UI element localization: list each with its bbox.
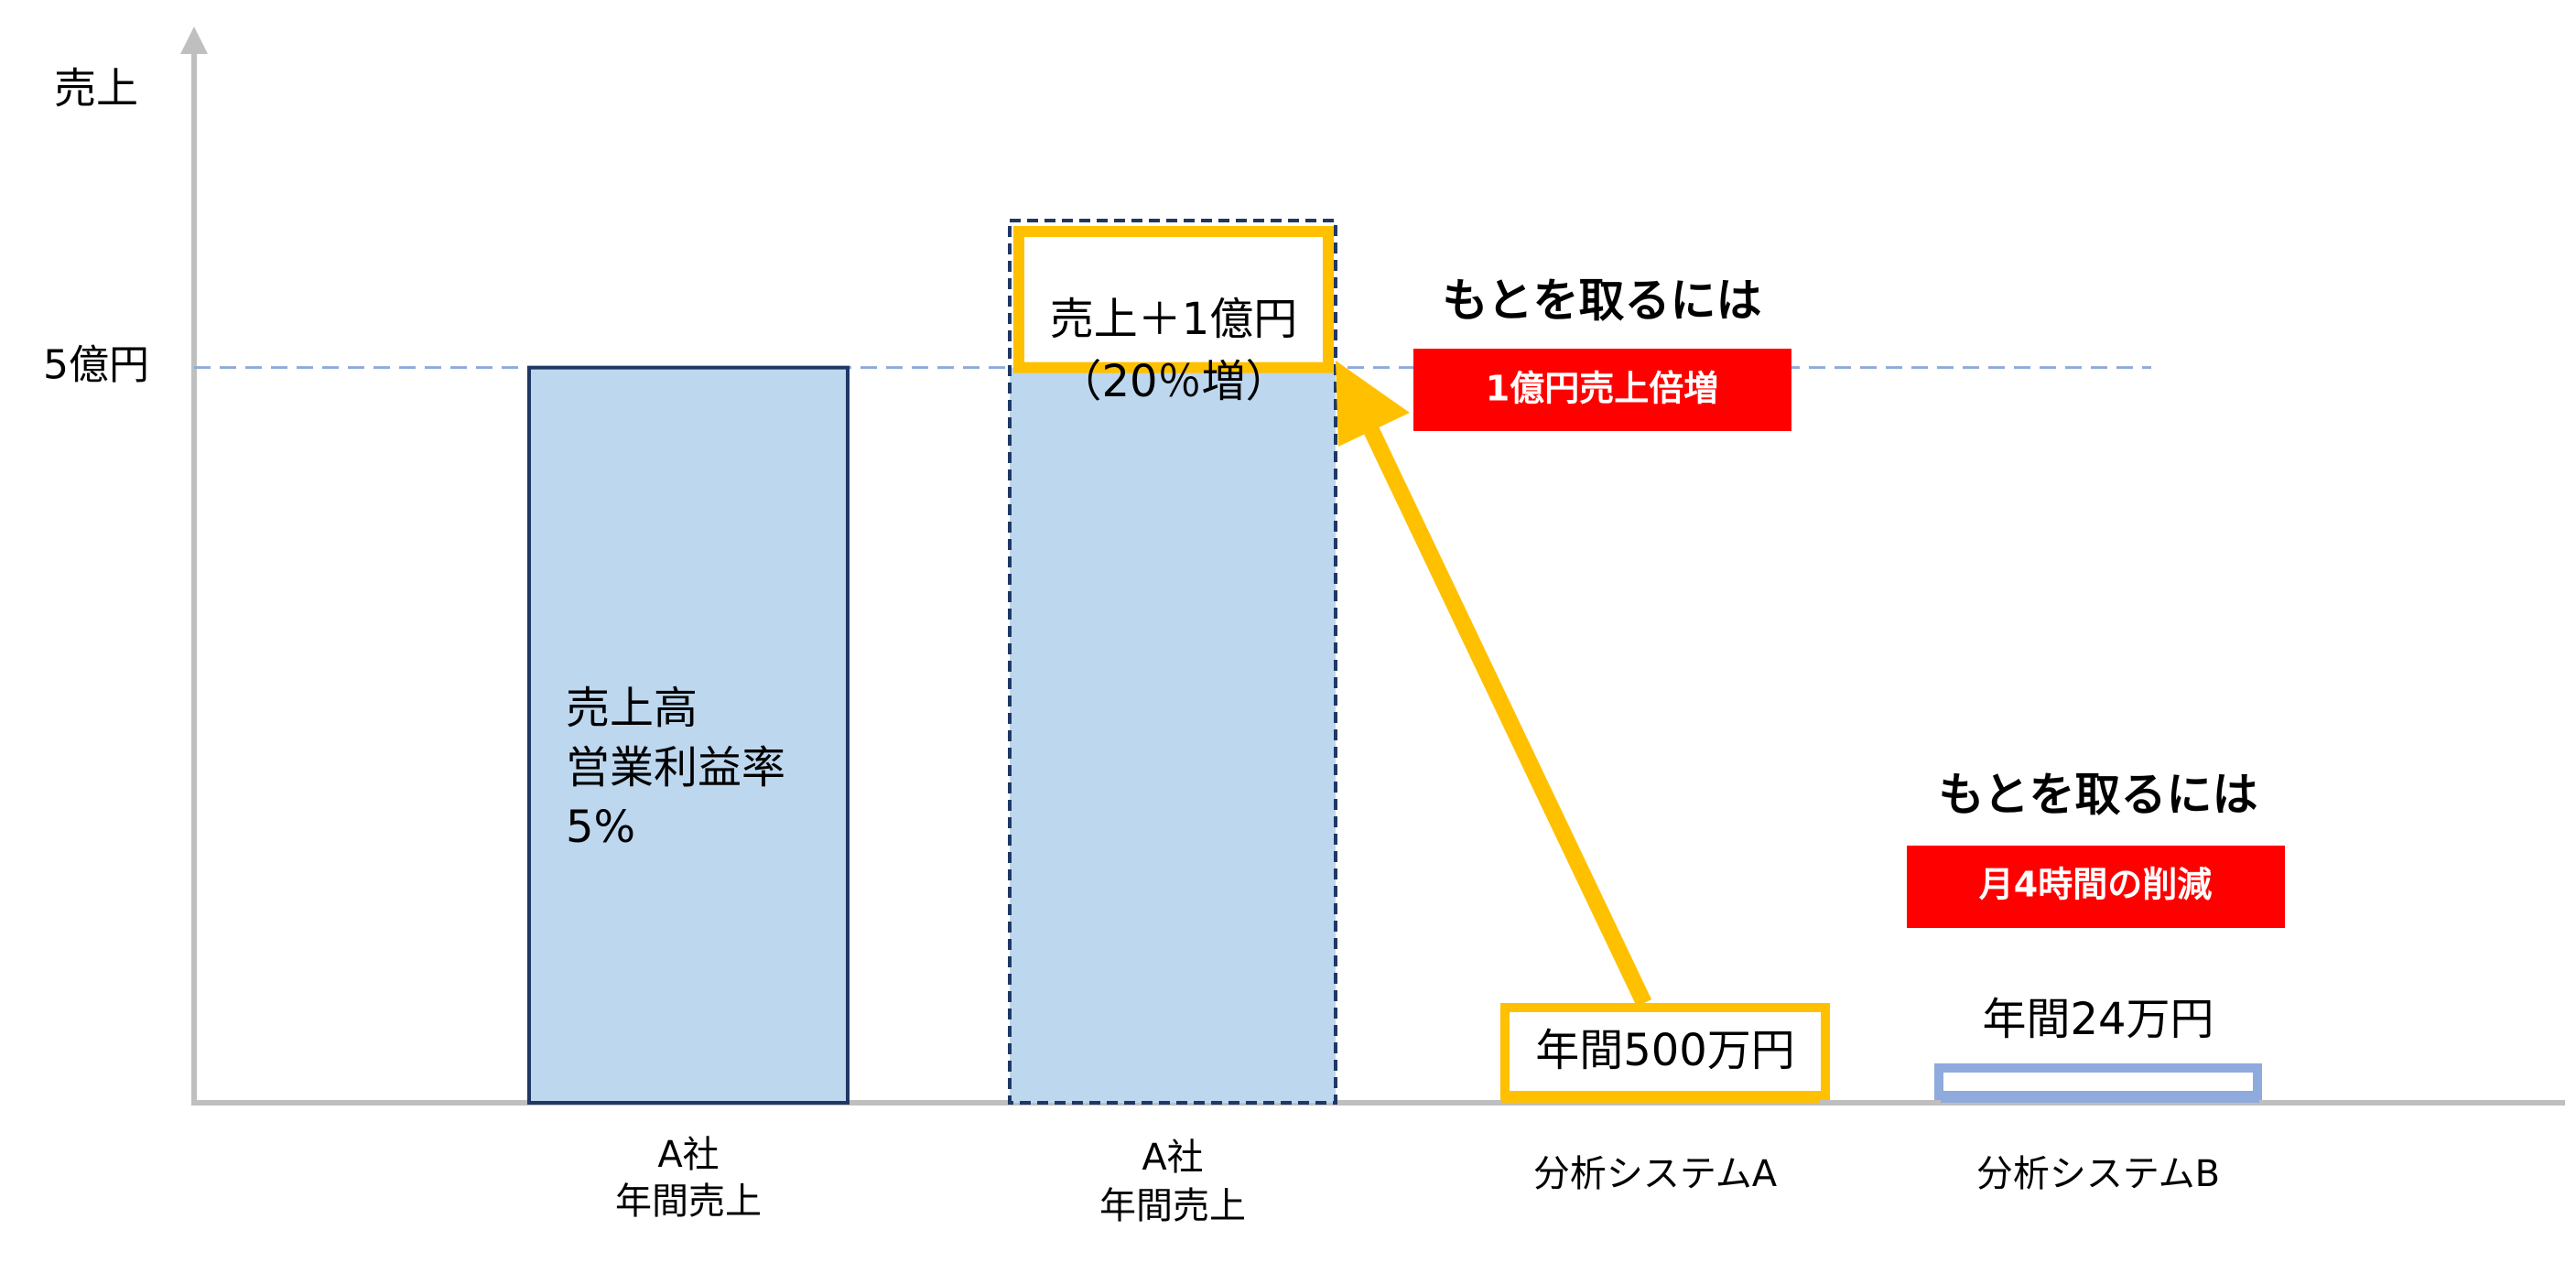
bar-2-label-line-2: （20％増） — [1057, 356, 1289, 407]
bar-4-outline-box — [1934, 1063, 2262, 1100]
y-axis-label: 売上 — [54, 64, 138, 113]
bar-3-label: 年間500万円 — [1535, 1025, 1795, 1076]
bar-1 — [527, 365, 850, 1105]
category-2-line-2: 年間売上 — [1099, 1185, 1246, 1227]
category-2-line-1: A社 — [1142, 1137, 1203, 1179]
bar-2-label-line-1: 売上＋1億円 — [1050, 294, 1298, 345]
category-3-label: 分析システムA — [1533, 1153, 1778, 1195]
bar-2-increase-box — [1013, 226, 1334, 373]
annotation-2-heading: もとを取るには — [1939, 769, 2258, 822]
bar-2-dashed-outline — [1008, 219, 1337, 1105]
category-1-line-2: 年間売上 — [615, 1181, 762, 1223]
bar-2 — [1010, 367, 1336, 1104]
annotation-2-badge-text: 月4時間の削減 — [1979, 865, 2212, 905]
increase-arrow-head — [1336, 361, 1410, 447]
annotation-1-badge — [1413, 349, 1791, 431]
bar-4 — [1941, 1099, 2259, 1103]
bar-1-label-line-1: 売上高 — [566, 683, 698, 734]
annotation-1-heading: もとを取るには — [1443, 275, 1762, 328]
annotation-2-badge — [1907, 846, 2285, 928]
bar-1-label-line-2: 営業利益率 — [566, 742, 785, 793]
increase-arrow-shaft — [1363, 426, 1652, 1007]
bar-4-label: 年間24万円 — [1982, 994, 2213, 1045]
y-tick-label: 5億円 — [43, 342, 149, 389]
annotation-1-badge-text: 1億円売上倍増 — [1486, 369, 1718, 409]
category-1-line-1: A社 — [657, 1134, 719, 1176]
bar-3-label-box — [1500, 1003, 1830, 1100]
bar-1-label-line-3: 5% — [566, 802, 635, 853]
category-4-label: 分析システムB — [1976, 1153, 2220, 1195]
